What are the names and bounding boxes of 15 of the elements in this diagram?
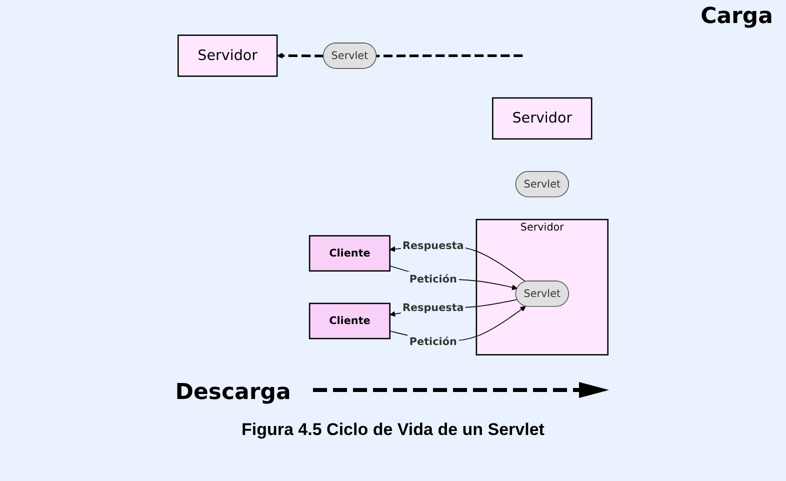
node-box: Servidor bbox=[177, 34, 278, 77]
node-box: Cliente bbox=[308, 235, 390, 272]
edge-label: Petición bbox=[409, 335, 457, 348]
stage-label: Carga bbox=[700, 4, 773, 29]
connector bbox=[376, 54, 523, 58]
edge-label: Respuesta bbox=[402, 239, 464, 252]
figure-caption: Figura 4.5 Ciclo de Vida de un Servlet bbox=[242, 420, 544, 440]
arrow bbox=[389, 265, 518, 290]
arrow bbox=[390, 299, 518, 317]
stage-label: Descarga bbox=[175, 380, 291, 404]
arrow bbox=[276, 52, 324, 59]
edge-label: Respuesta bbox=[402, 301, 464, 314]
edge-label: Petición bbox=[409, 272, 457, 286]
node-box: Servidor bbox=[492, 97, 592, 140]
node-box: Cliente bbox=[308, 302, 390, 340]
